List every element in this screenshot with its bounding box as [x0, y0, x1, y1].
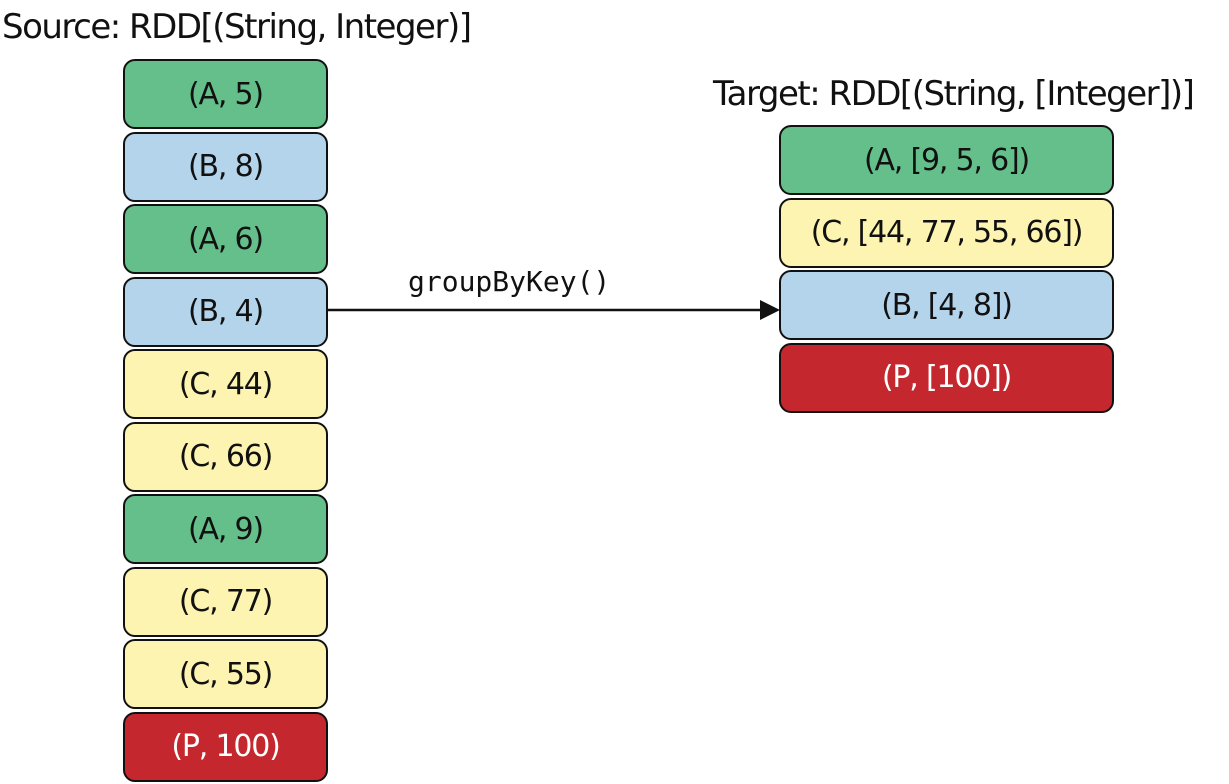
source-title: Source: RDD[(String, Integer)]: [2, 7, 472, 47]
source-record: (B, 4): [123, 276, 328, 347]
source-record: (C, 77): [123, 566, 328, 637]
target-rdd-column: (A, [9, 5, 6])(C, [44, 77, 55, 66])(B, […: [779, 125, 1114, 415]
target-record: (C, [44, 77, 55, 66]): [779, 197, 1114, 268]
target-record: (P, [100]): [779, 342, 1114, 413]
transformation-arrow: [328, 300, 780, 320]
source-record: (B, 8): [123, 131, 328, 202]
transformation-label: groupByKey(): [408, 265, 611, 298]
source-record: (C, 44): [123, 349, 328, 419]
source-record: (C, 55): [123, 639, 328, 709]
source-record: (A, 9): [123, 494, 328, 564]
arrow-head: [760, 300, 780, 320]
target-title: Target: RDD[(String, [Integer])]: [713, 74, 1195, 114]
source-record: (A, 6): [123, 204, 328, 274]
target-record: (A, [9, 5, 6]): [779, 125, 1114, 195]
source-record: (A, 5): [123, 59, 328, 129]
source-record: (C, 66): [123, 421, 328, 492]
source-rdd-column: (A, 5)(B, 8)(A, 6)(B, 4)(C, 44)(C, 66)(A…: [123, 59, 328, 784]
target-record: (B, [4, 8]): [779, 270, 1114, 340]
source-record: (P, 100): [123, 711, 328, 782]
